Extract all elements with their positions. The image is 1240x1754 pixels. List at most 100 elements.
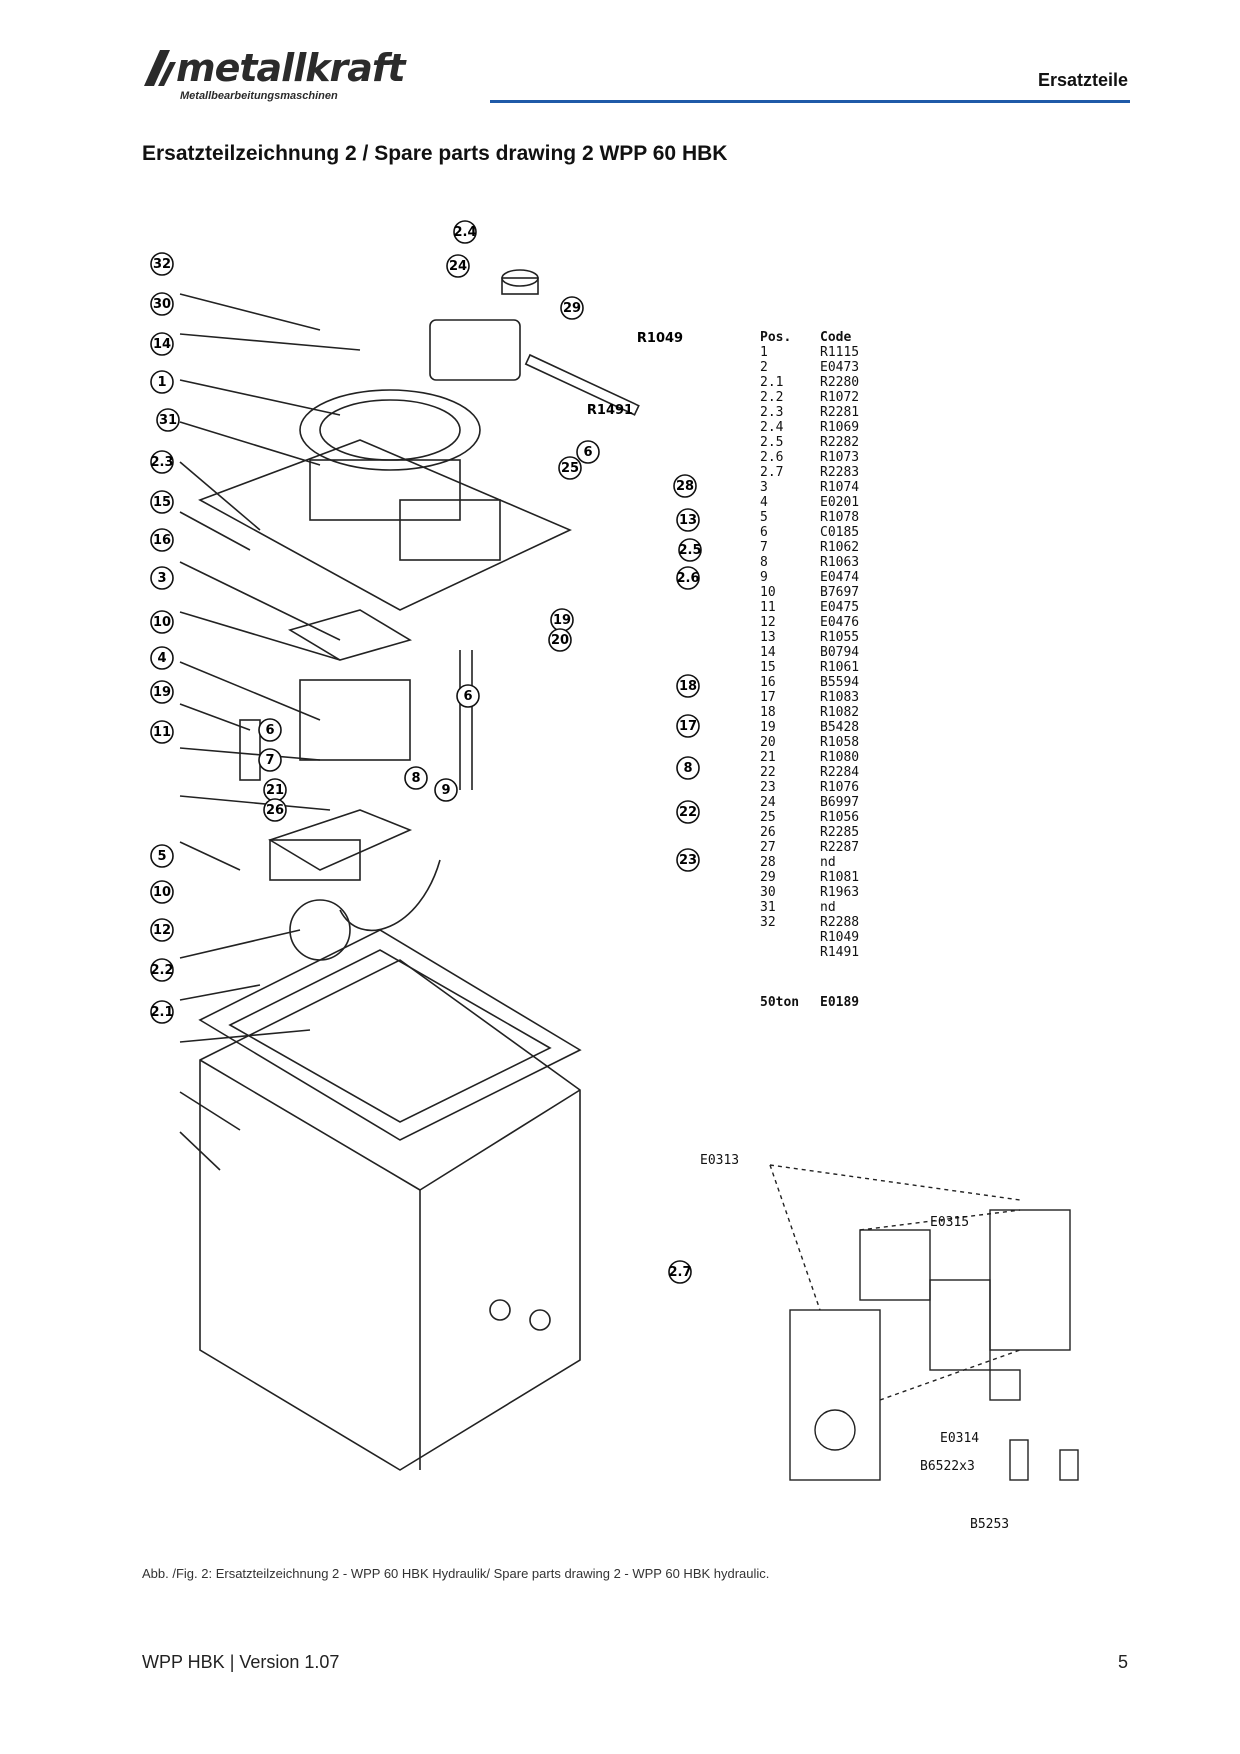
callout-circle — [576, 440, 600, 464]
callout-circle — [558, 456, 582, 480]
callout-circle — [150, 292, 174, 316]
parts-code: R2287 — [820, 840, 860, 855]
callout-label: 28 — [676, 479, 694, 494]
callout-label: 24 — [449, 259, 467, 274]
callout-label: 25 — [561, 461, 579, 476]
callout-circle — [150, 844, 174, 868]
parts-code: E0201 — [820, 495, 860, 510]
parts-pos: 28 — [760, 855, 776, 870]
parts-pos: 12 — [760, 615, 776, 630]
callout-circle — [676, 848, 700, 872]
parts-pos: 26 — [760, 825, 776, 840]
parts-pos: 24 — [760, 795, 776, 810]
parts-table-pos-header: Pos. — [760, 330, 792, 345]
parts-pos: 2.6 — [760, 450, 784, 465]
callout-circle — [676, 508, 700, 532]
brand-logo: metallkraft Metallbearbeitungsmaschinen — [140, 46, 470, 106]
parts-code: R1056 — [820, 810, 860, 825]
callout-circle — [150, 490, 174, 514]
parts-table-row: 12 E0476 — [760, 615, 880, 630]
callout-label: 9 — [441, 783, 450, 798]
parts-pos: 2 — [760, 360, 768, 375]
elec-label-e0314: E0314 — [940, 1431, 979, 1446]
callout-label: 2.3 — [150, 455, 173, 470]
header-rule — [490, 100, 1130, 103]
parts-pos: 23 — [760, 780, 776, 795]
logo-mark-icon — [144, 50, 176, 86]
parts-table-row: 16 B5594 — [760, 675, 880, 690]
parts-pos: 6 — [760, 525, 768, 540]
elec-label-b5253: B5253 — [970, 1517, 1009, 1532]
parts-pos: 2.7 — [760, 465, 784, 480]
parts-code: R1081 — [820, 870, 860, 885]
parts-code: nd — [820, 900, 836, 915]
callout-circle — [676, 714, 700, 738]
parts-pos: 20 — [760, 735, 776, 750]
parts-code: E0476 — [820, 615, 860, 630]
callout-label: 8 — [683, 761, 692, 776]
parts-pos: 31 — [760, 900, 776, 915]
callout-label: 19 — [553, 613, 571, 628]
parts-pos: 19 — [760, 720, 776, 735]
parts-code: R1058 — [820, 735, 860, 750]
callout-label: 8 — [411, 771, 420, 786]
parts-code: R1082 — [820, 705, 860, 720]
callout-circle — [676, 756, 700, 780]
parts-pos — [760, 930, 820, 945]
callout-label: R1049 — [637, 331, 683, 346]
callout-circle — [150, 720, 174, 744]
callout-label: 21 — [266, 783, 284, 798]
parts-pos: 13 — [760, 630, 776, 645]
parts-pos: 15 — [760, 660, 776, 675]
callout-label: 11 — [153, 725, 171, 740]
callout-label: 6 — [265, 723, 274, 738]
parts-table-row: 2.5 R2282 — [760, 435, 880, 450]
electrical-drawing: E0313 E0315 E0314 B6522x3 B5253 — [700, 1153, 1079, 1532]
parts-code: B6997 — [820, 795, 860, 810]
callout-label: 17 — [679, 719, 697, 734]
parts-code: C0185 — [820, 525, 860, 540]
parts-code: E0474 — [820, 570, 860, 585]
elec-label-e0313: E0313 — [700, 1153, 739, 1168]
callout-circle — [676, 566, 700, 590]
callout-label: 20 — [551, 633, 569, 648]
elec-label-e0315: E0315 — [930, 1215, 969, 1230]
parts-code: R1076 — [820, 780, 860, 795]
parts-table-row: 25 R1056 — [760, 810, 880, 825]
parts-pos: 2.5 — [760, 435, 784, 450]
parts-pos: 2.3 — [760, 405, 784, 420]
callout-circle — [404, 766, 428, 790]
callout-circle — [150, 566, 174, 590]
page-header: metallkraft Metallbearbeitungsmaschinen … — [0, 0, 1240, 110]
parts-pos: 30 — [760, 885, 776, 900]
callout-circle — [673, 474, 697, 498]
callout-label: 7 — [265, 753, 274, 768]
parts-table-row: 31 nd — [760, 900, 880, 915]
callout-circle — [150, 880, 174, 904]
parts-code: R1080 — [820, 750, 860, 765]
parts-code: R2282 — [820, 435, 860, 450]
elec-label-b6522x3: B6522x3 — [920, 1459, 975, 1474]
callout-label: 31 — [159, 413, 177, 428]
callout-circle — [668, 1260, 692, 1284]
callout-label: R1491 — [587, 403, 633, 418]
callout-label: 26 — [266, 803, 284, 818]
parts-code: B5594 — [820, 675, 860, 690]
parts-pos: 25 — [760, 810, 776, 825]
parts-code: R1069 — [820, 420, 860, 435]
parts-code: R1115 — [820, 345, 860, 360]
callout-circle — [150, 332, 174, 356]
parts-pos: 16 — [760, 675, 776, 690]
parts-table-row: 23 R1076 — [760, 780, 880, 795]
parts-code: B0794 — [820, 645, 860, 660]
callout-label: 29 — [563, 301, 581, 316]
parts-pos: 14 — [760, 645, 776, 660]
